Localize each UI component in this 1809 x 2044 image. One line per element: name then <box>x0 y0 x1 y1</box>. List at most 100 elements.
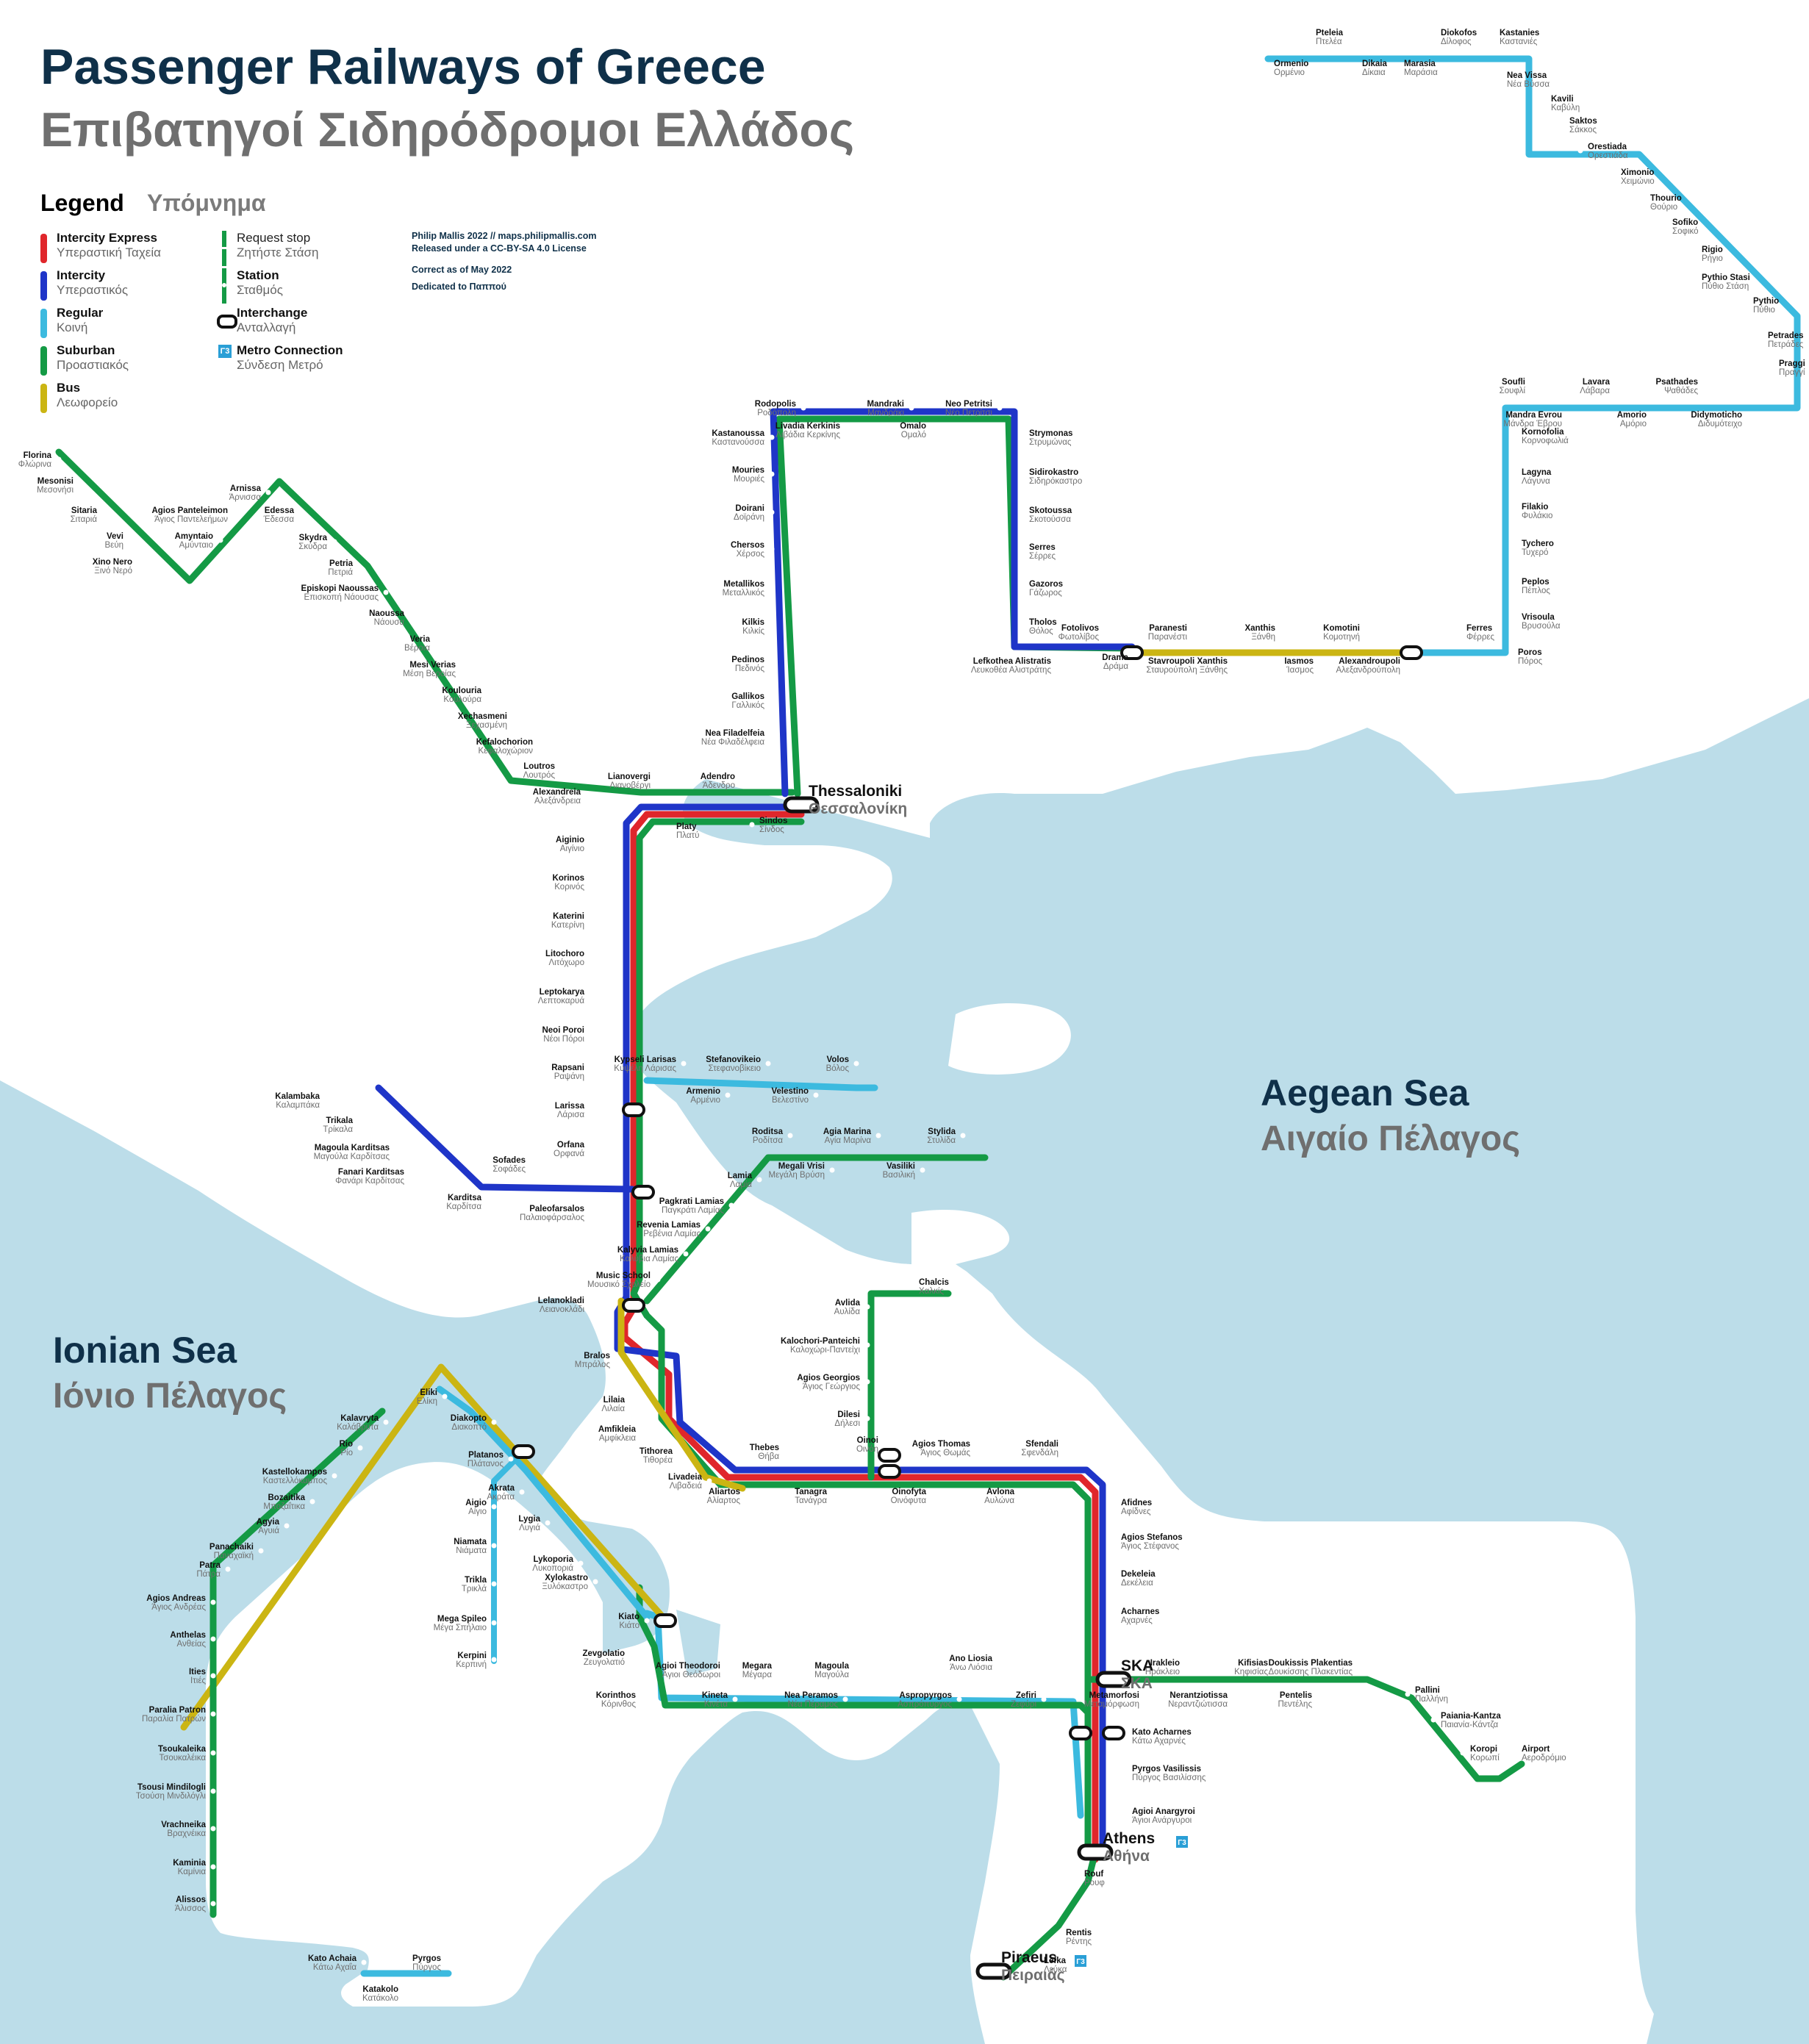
station-name: Tychero <box>1522 539 1554 548</box>
map-title: Passenger Railways of Greece <box>40 39 766 95</box>
station-name: Adendro <box>701 772 735 781</box>
station-dot <box>491 1504 497 1510</box>
station-dot <box>1511 618 1517 624</box>
station-dot <box>1747 416 1752 422</box>
station-name-greek: Λεύκα <box>1044 1965 1067 1974</box>
station-name: Amorio <box>1617 411 1647 420</box>
station-name: Paralia Patron <box>149 1706 206 1715</box>
station-name-greek: Μουσικό Σχολείο <box>587 1280 651 1289</box>
station-name-greek: Ροδίτσα <box>753 1136 784 1145</box>
station-dot <box>383 589 389 595</box>
station-name: Amyntaio <box>175 532 213 541</box>
station-dot <box>769 585 775 591</box>
station-name-greek: Μποζαΐτικα <box>263 1502 305 1511</box>
station-dot <box>1511 1750 1517 1756</box>
station-dot <box>681 1061 687 1066</box>
station-dot <box>1111 1575 1117 1581</box>
station-name-greek: Ιτιές <box>190 1677 206 1685</box>
station-dot <box>1456 629 1462 635</box>
station-dot <box>394 1149 400 1155</box>
station-dot <box>909 405 914 411</box>
station-name-greek: Παλαιοφάρσαλος <box>520 1213 584 1222</box>
station-dot <box>1614 383 1620 389</box>
credit-line: Released under a CC-BY-SA 4.0 License <box>412 243 587 254</box>
station-dot <box>1541 100 1547 106</box>
legend-label: Interchange <box>237 306 308 320</box>
station-dot <box>1232 1696 1238 1702</box>
station-name: Paranesti <box>1149 624 1187 633</box>
station-name: Nea Filadelfeia <box>705 729 764 738</box>
station-name: Praggi <box>1779 359 1805 368</box>
station-dot <box>589 1146 595 1152</box>
station-dot <box>666 828 672 833</box>
station-name-greek: Ασπρόπυργος <box>898 1700 952 1709</box>
station-dot <box>1758 337 1763 343</box>
station-name-greek: Αθήνα <box>1103 1848 1150 1865</box>
station-dot <box>831 1493 837 1499</box>
station-dot <box>1364 629 1370 635</box>
station-name-greek: Θόλος <box>1029 627 1053 636</box>
station-name: Koropi <box>1470 1745 1497 1754</box>
station-name: Pedinos <box>731 656 764 664</box>
interchange-marker <box>1077 1843 1114 1861</box>
station-name-greek: Νεραντζιώτισσα <box>1168 1700 1228 1709</box>
station-name: Filakio <box>1522 503 1548 512</box>
station-dot <box>1691 279 1697 284</box>
station-name-greek: Νέα Βύσσα <box>1507 80 1550 89</box>
station-dot <box>1405 662 1411 668</box>
station-name: Omalo <box>900 422 926 431</box>
station-name-greek: Κορνοφωλιά <box>1522 437 1569 445</box>
station-dot <box>655 1277 661 1283</box>
station-name: Ormenio <box>1274 60 1308 68</box>
station-name-greek: Μεσονήσι <box>37 486 74 495</box>
kalavryta-regular-line <box>491 1449 526 1664</box>
station-dot <box>677 1452 683 1458</box>
station-name-greek: Γαλλικός <box>731 701 764 710</box>
station-dot <box>589 993 595 999</box>
station-name: Karditsa <box>448 1194 482 1202</box>
station-name: Nerantziotissa <box>1169 1691 1228 1700</box>
station-dot <box>813 1092 819 1098</box>
station-dot <box>1019 512 1025 517</box>
station-name-greek: Φέρρες <box>1466 633 1495 642</box>
station-name-greek: Νέα Φιλαδέλφεια <box>701 738 764 747</box>
legend-heading: Legend <box>40 190 124 216</box>
station-dot <box>1640 199 1646 205</box>
station-dot <box>739 778 745 783</box>
station-name-greek: Άγιος Ανδρέας <box>151 1603 206 1612</box>
station-name-greek: Αλεξανδρούπολη <box>1336 666 1400 675</box>
station-dot <box>309 1499 315 1505</box>
station-name: Vasiliki <box>886 1162 915 1171</box>
station-name: Bralos <box>584 1352 610 1360</box>
station-name-greek: Επισκοπή Νάουσας <box>304 593 379 602</box>
station-name-greek: Οινόφυτα <box>891 1496 927 1505</box>
legend-label: Station <box>237 268 279 282</box>
station-dot <box>210 1864 216 1870</box>
station-name-greek: Έδεσσα <box>263 515 295 524</box>
station-name-greek: Αρμένιο <box>690 1096 720 1105</box>
station-dot <box>78 482 84 488</box>
station-dot <box>769 661 775 667</box>
station-name: Mandraki <box>867 400 905 409</box>
station-dot <box>769 734 775 740</box>
station-name-greek: Ρέντης <box>1066 1937 1092 1946</box>
station-name-greek: Ανθείας <box>177 1640 207 1649</box>
station-dot <box>545 1520 551 1526</box>
station-name: Marasia <box>1404 60 1436 68</box>
station-name: Magoula Karditsas <box>315 1144 390 1152</box>
intercity-swatch <box>40 271 47 301</box>
station-name-greek: Χαλκίς <box>919 1287 944 1296</box>
station-name-greek: Ηράκλειο <box>1145 1668 1180 1677</box>
station-name-greek: Λιβαδειά <box>670 1482 703 1491</box>
station-name-greek: Παρανέστι <box>1148 633 1188 642</box>
station-name: Mandra Evrou <box>1505 411 1562 420</box>
station-dot <box>357 1445 363 1451</box>
station-name: Megara <box>742 1662 773 1671</box>
station-name: Roditsa <box>752 1127 784 1136</box>
station-name-greek: Νέα Πέραμος <box>788 1700 839 1709</box>
credit-line: Philip Mallis 2022 // maps.philipmallis.… <box>412 231 597 241</box>
station-name-greek: Λιλαία <box>601 1405 625 1413</box>
station-name: Florina <box>24 451 52 460</box>
station-name: Pyrgos Vasilissis <box>1132 1765 1201 1774</box>
legend-label: Suburban <box>57 343 115 357</box>
